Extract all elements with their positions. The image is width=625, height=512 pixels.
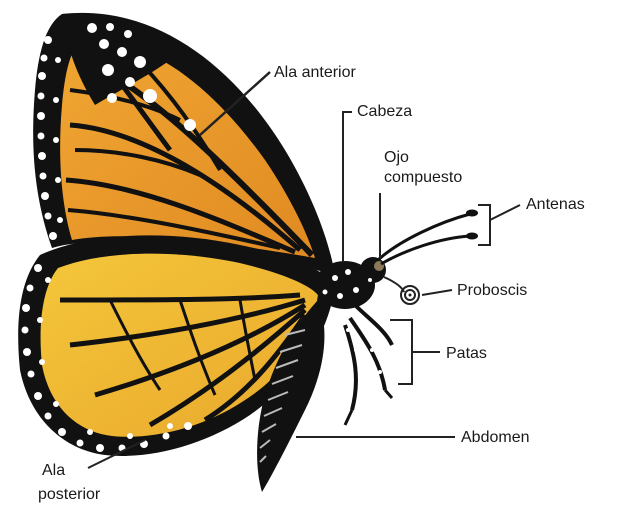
label-compound-eye-line1: Ojo <box>384 148 409 167</box>
label-head: Cabeza <box>357 102 412 121</box>
label-antennae: Antenas <box>526 195 585 214</box>
label-legs: Patas <box>446 344 487 363</box>
label-forewing: Ala anterior <box>274 63 356 82</box>
label-hindwing-line2: posterior <box>38 485 100 504</box>
label-abdomen: Abdomen <box>461 428 530 447</box>
label-compound-eye-line2: compuesto <box>384 168 462 187</box>
label-proboscis: Proboscis <box>457 281 527 300</box>
forewing <box>33 13 335 275</box>
leader-legs <box>390 320 440 384</box>
label-hindwing-line1: Ala <box>42 461 65 480</box>
leader-proboscis <box>422 290 452 295</box>
leader-head <box>343 112 352 262</box>
leader-antennae <box>478 205 520 245</box>
